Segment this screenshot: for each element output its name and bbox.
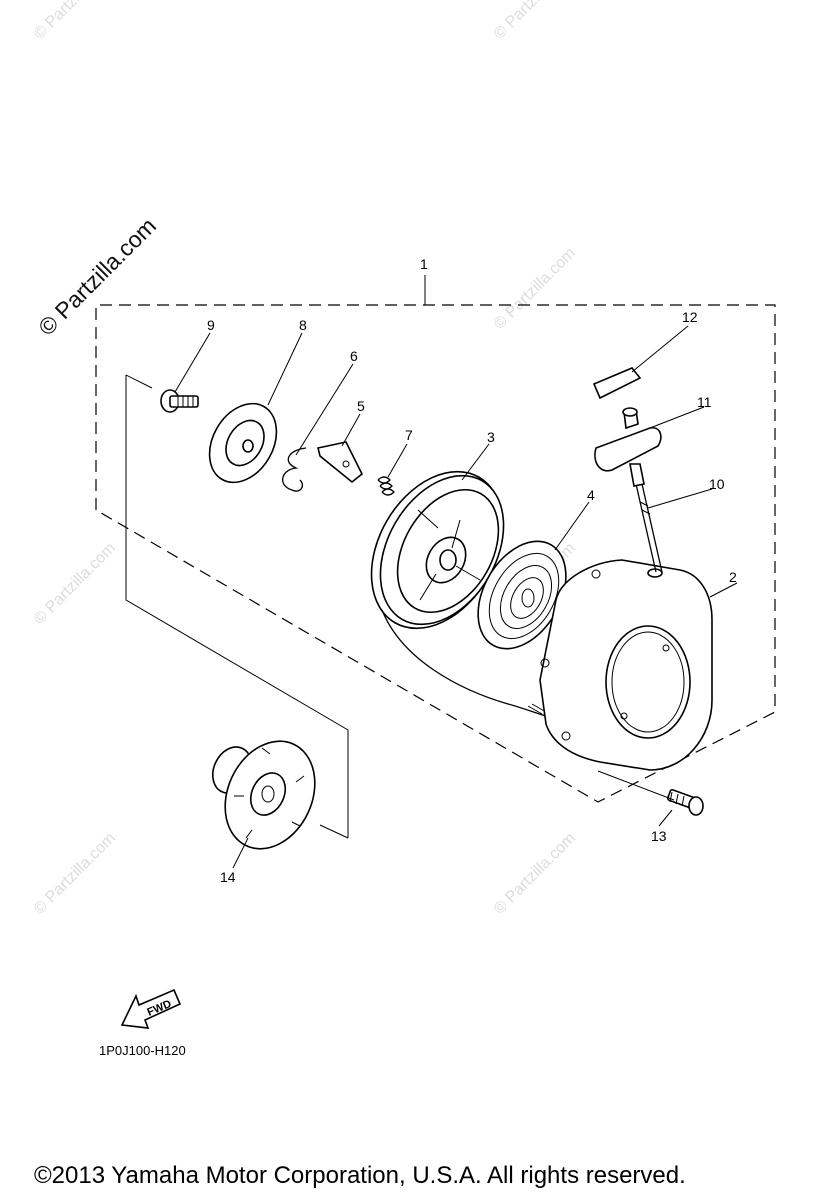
faint-watermark: © Partzilla.com bbox=[491, 245, 579, 333]
callout-11: 11 bbox=[697, 394, 712, 410]
faint-watermark: © Partzilla.com bbox=[491, 0, 579, 43]
part-2-starter-case bbox=[539, 559, 713, 771]
callout-5: 5 bbox=[357, 398, 365, 414]
faint-watermark: © Partzilla.com bbox=[31, 540, 119, 628]
part-6-spring-clip bbox=[282, 447, 307, 492]
part-3-sheave-drum bbox=[370, 470, 505, 630]
part-13-bolt bbox=[666, 788, 704, 816]
partzilla-watermark: © Partzilla.com bbox=[33, 213, 161, 341]
copyright-notice: ©2013 Yamaha Motor Corporation, U.S.A. A… bbox=[34, 1162, 686, 1189]
part-8-plate bbox=[208, 402, 278, 484]
part-5-pawl bbox=[317, 441, 364, 484]
diagram-code: 1P0J100-H120 bbox=[99, 1043, 186, 1058]
faint-watermark: © Partzilla.com bbox=[31, 0, 119, 43]
fwd-arrow-icon: FWD bbox=[120, 988, 182, 1029]
part-12-grip-pad bbox=[592, 367, 642, 400]
callout-8: 8 bbox=[299, 317, 307, 333]
faint-watermark: © Partzilla.com bbox=[31, 830, 119, 918]
callout-13: 13 bbox=[651, 828, 667, 844]
callout-3: 3 bbox=[487, 429, 495, 445]
faint-watermark: © Partzilla.com bbox=[491, 830, 579, 918]
callout-9: 9 bbox=[207, 317, 215, 333]
callout-4: 4 bbox=[587, 487, 595, 503]
callout-1: 1 bbox=[420, 256, 428, 272]
part-9-bolt bbox=[160, 389, 199, 413]
callout-6: 6 bbox=[350, 348, 358, 364]
callout-7: 7 bbox=[405, 427, 413, 443]
callout-10: 10 bbox=[709, 476, 725, 492]
part-7-spring bbox=[377, 476, 395, 496]
callout-2: 2 bbox=[729, 569, 737, 585]
callout-numbers: 1 2 3 4 5 6 7 8 9 10 11 12 13 14 bbox=[207, 256, 737, 885]
part-11-starter-handle bbox=[594, 407, 662, 487]
leader-lines bbox=[174, 275, 738, 869]
drive-guide-lines bbox=[125, 374, 349, 839]
assembly-outline bbox=[95, 304, 776, 803]
part-14-drive-pulley bbox=[211, 740, 316, 850]
callout-14: 14 bbox=[220, 869, 236, 885]
callout-12: 12 bbox=[682, 309, 698, 325]
part-10-rope-guide bbox=[635, 483, 663, 573]
